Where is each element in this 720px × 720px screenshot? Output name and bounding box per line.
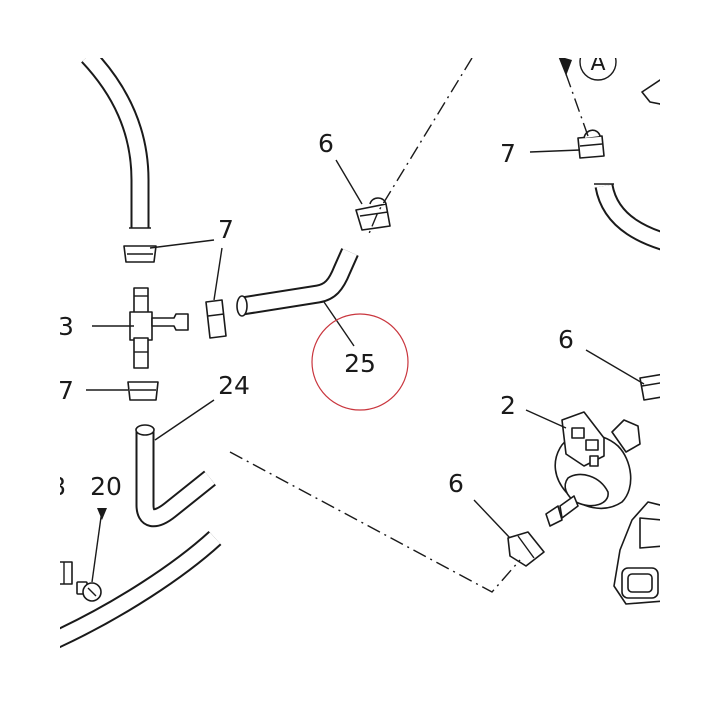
hose-clip-middle (205, 299, 227, 339)
hose-24 (135, 424, 216, 528)
callout-7-left: 7 (58, 376, 74, 405)
bolt-20-arrowhead (97, 508, 107, 520)
callout-20: 20 (90, 472, 122, 501)
valve-housing (613, 501, 660, 605)
hose-clip-6-top (355, 197, 391, 231)
purge-valve (545, 411, 641, 527)
callout-6-top: 6 (318, 129, 334, 158)
hose-clip-6-mid-right (639, 373, 660, 401)
t-connector (129, 287, 189, 369)
left-edge-fitting (60, 561, 73, 585)
callout-6-mid-right: 6 (558, 325, 574, 354)
callout-7-right: 7 (500, 139, 516, 168)
hose-clip-6-lower (507, 531, 545, 567)
callout-24: 24 (218, 371, 250, 400)
hose-25 (236, 248, 359, 317)
hose-clip-upper (123, 245, 157, 263)
view-a-label: A (590, 51, 605, 76)
centerline-hose-24-to-valve (229, 451, 521, 593)
view-a-arrow (558, 58, 572, 76)
leader-lines (86, 149, 645, 583)
callout-23: 23 (42, 312, 74, 341)
view-a-marker (579, 58, 617, 81)
callout-2: 2 (500, 391, 516, 420)
callout-18: 18 (34, 472, 66, 501)
corner-bracket (641, 79, 660, 106)
centerline-hose-25-to-a (367, 58, 473, 237)
centerline-view-a (565, 73, 589, 137)
upper-right-hose (594, 183, 660, 251)
highlight-ring (311, 313, 409, 411)
upper-left-hose (81, 58, 151, 229)
callout-25: 25 (344, 349, 376, 378)
lower-long-hose (60, 530, 222, 649)
callout-7-top: 7 (218, 215, 234, 244)
hose-clip-lower (127, 381, 159, 401)
callout-6-lower: 6 (448, 469, 464, 498)
bolt-20 (76, 581, 102, 602)
hose-clip-top-right (577, 129, 605, 159)
